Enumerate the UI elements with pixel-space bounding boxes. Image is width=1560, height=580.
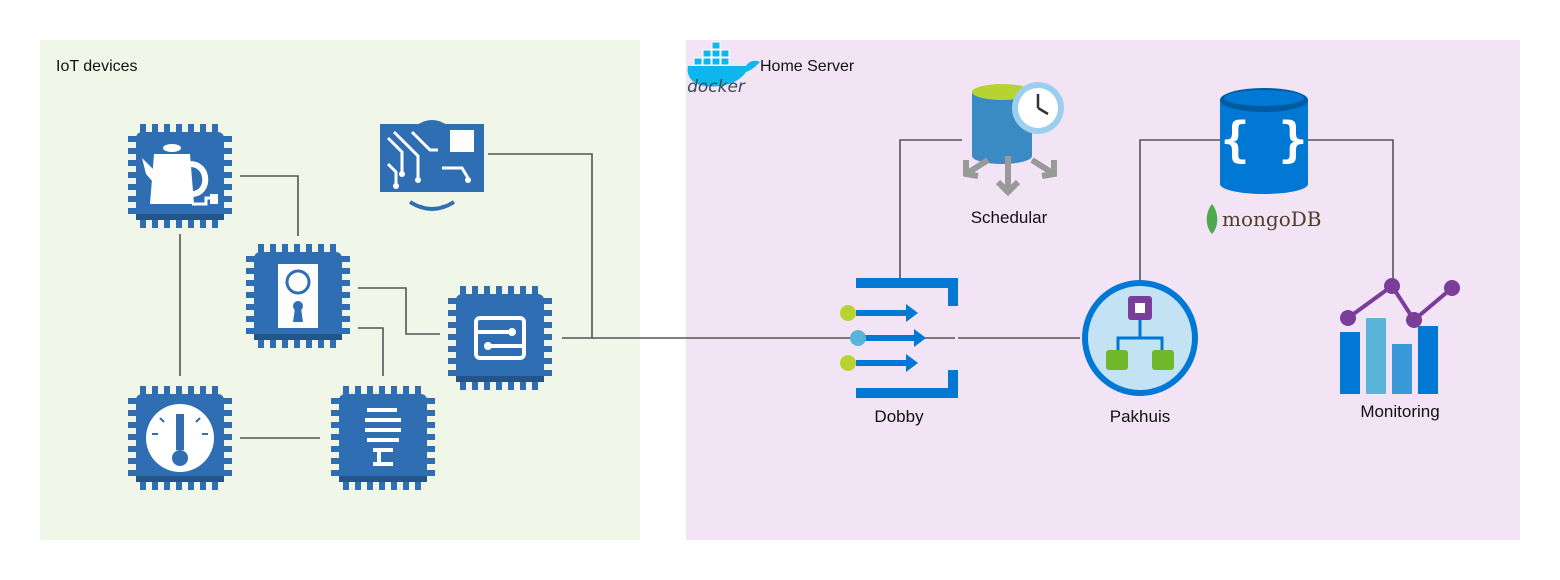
scheduler-label: Schedular [970, 208, 1048, 227]
database-node: { } [1220, 88, 1308, 194]
mongodb-logo: mongoDB [1206, 204, 1321, 234]
pakhuis-node [1082, 280, 1198, 396]
dobby-label: Dobby [874, 407, 924, 426]
gateway-chip [448, 286, 552, 390]
thermostat-chip [128, 386, 232, 490]
door-lock-chip [246, 244, 350, 348]
connector-lines [179, 139, 1394, 439]
keyhole-icon [278, 264, 318, 328]
pakhuis-label: Pakhuis [1109, 407, 1171, 426]
docker-whale-icon [687, 41, 760, 87]
scheduler-clock-icon [963, 82, 1064, 197]
bulb-icon [365, 408, 401, 466]
mongodb-wordmark: mongoDB [1222, 207, 1321, 231]
monitoring-label: Monitoring [1360, 402, 1440, 421]
lamp-chip [331, 386, 435, 490]
switch-icon [474, 316, 526, 360]
kettle-icon [142, 144, 218, 206]
monitoring-chart-icon [1340, 278, 1460, 394]
home-panel-title: Home Server [760, 58, 855, 75]
rf-board [380, 120, 484, 211]
mongodb-leaf-icon [1206, 204, 1218, 234]
json-database-icon: { } [1220, 88, 1308, 194]
svg-text:{ }: { } [1221, 112, 1308, 168]
wireless-circuit-icon [380, 120, 484, 211]
monitoring-node [1340, 278, 1460, 394]
iot-panel-title: IoT devices [56, 58, 138, 75]
scheduler-node [963, 82, 1064, 197]
logic-app-icon [1082, 280, 1198, 396]
kettle-chip [128, 124, 232, 228]
docker-logo: docker [687, 41, 760, 97]
home-server-panel [686, 40, 1520, 540]
dobby-node [840, 278, 958, 398]
docker-wordmark: docker [687, 77, 746, 97]
event-hub-icon [840, 278, 958, 398]
thermometer-icon [146, 404, 214, 472]
